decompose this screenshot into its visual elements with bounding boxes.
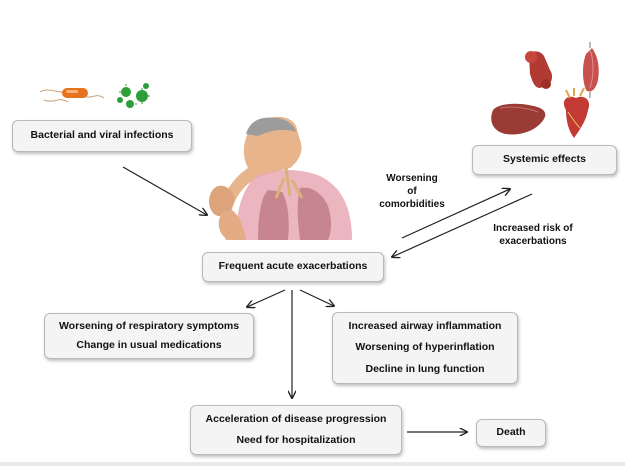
bottom-border <box>0 462 625 466</box>
virus-icon <box>117 83 150 108</box>
node-progression-line-1: Acceleration of disease progression <box>205 413 387 426</box>
node-exacerbations: Frequent acute exacerbations <box>202 252 384 282</box>
edge-label-comorbidities: Worsening of comorbidities <box>372 172 452 211</box>
node-airway-line-3: Decline in lung function <box>365 362 485 375</box>
bone-icon <box>525 51 553 89</box>
bacterium-icon <box>39 88 105 103</box>
edge-label-risk-line-2: exacerbations <box>499 236 567 247</box>
node-exacerbations-text: Frequent acute exacerbations <box>218 260 368 273</box>
node-respiratory-symptoms: Worsening of respiratory symptoms Change… <box>44 313 254 359</box>
arrow-exacerbations-to-systemic <box>401 189 510 239</box>
arrow-exacerbations-to-airway <box>299 289 334 306</box>
node-death-text: Death <box>496 426 526 439</box>
node-airway-inflammation: Increased airway inflammation Worsening … <box>332 312 518 384</box>
node-respiratory-line-2: Change in usual medications <box>76 339 222 351</box>
node-infections: Bacterial and viral infections <box>12 120 192 152</box>
node-progression-line-2: Need for hospitalization <box>236 433 356 446</box>
node-respiratory-line-1: Worsening of respiratory symptoms <box>58 319 240 332</box>
edge-label-comorbidities-line-2: of <box>407 186 417 197</box>
edge-label-risk-line-1: Increased risk of <box>493 223 573 234</box>
arrow-systemic-to-exacerbations <box>392 193 533 257</box>
node-death: Death <box>476 419 546 447</box>
node-infections-text: Bacterial and viral infections <box>30 129 174 142</box>
node-disease-progression: Acceleration of disease progression Need… <box>190 405 402 455</box>
liver-icon <box>491 103 546 135</box>
edge-label-risk: Increased risk of exacerbations <box>478 222 588 248</box>
arrow-exacerbations-to-respiratory <box>247 289 286 307</box>
node-airway-line-1: Increased airway inflammation <box>348 320 502 333</box>
node-airway-line-2: Worsening of hyperinflation <box>355 341 495 354</box>
coughing-patient-lungs-icon <box>209 116 352 240</box>
muscle-icon <box>583 42 599 98</box>
arrow-infections-to-exacerbations <box>122 166 207 215</box>
edge-label-comorbidities-line-1: Worsening <box>386 173 438 184</box>
edge-label-comorbidities-line-3: comorbidities <box>379 199 445 210</box>
node-systemic-text: Systemic effects <box>503 153 586 166</box>
heart-icon <box>563 87 590 138</box>
node-systemic-effects: Systemic effects <box>472 145 617 175</box>
